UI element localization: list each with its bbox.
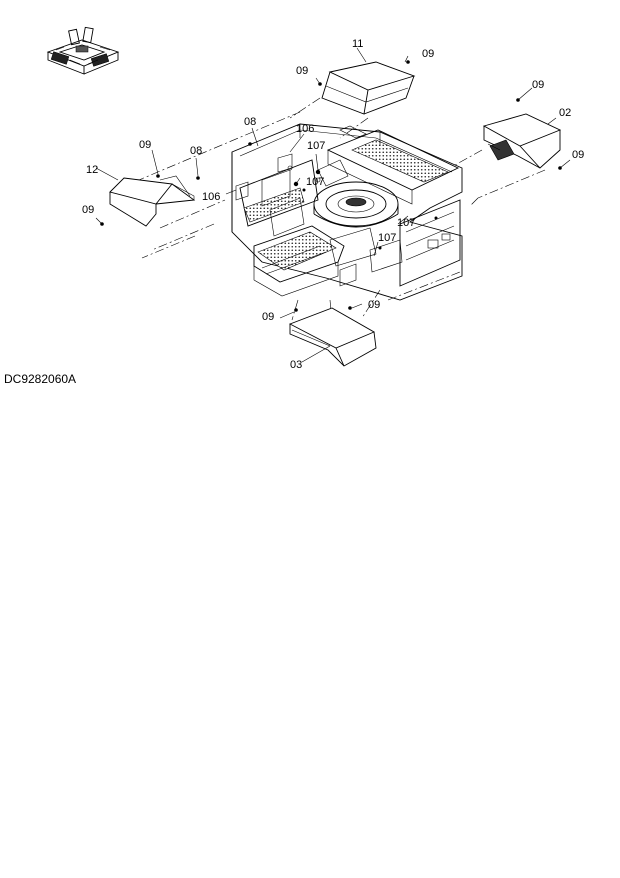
label-09: 09	[532, 79, 544, 91]
bolt-marker	[516, 98, 520, 102]
assembly-lines	[119, 97, 546, 323]
label-09: 09	[572, 149, 584, 161]
bolt-markers	[100, 60, 562, 312]
bolt-marker	[293, 181, 299, 187]
label-106: 106	[202, 191, 220, 203]
bolt-marker	[406, 60, 410, 64]
label-09: 09	[368, 299, 380, 311]
bolt-marker	[318, 82, 322, 86]
orientation-thumbnail	[46, 26, 120, 75]
bolt-marker	[315, 169, 321, 175]
label-107: 107	[307, 140, 325, 152]
revolving-frame	[231, 123, 463, 301]
label-09: 09	[139, 139, 151, 151]
bolt-marker	[348, 306, 352, 310]
label-107: 107	[378, 232, 396, 244]
cover-02	[482, 113, 562, 169]
part-labels: 11 09 09 09 02 09 08 106 107 09 08 12 10…	[82, 38, 584, 371]
label-09: 09	[296, 65, 308, 77]
label-03: 03	[290, 359, 302, 371]
bolt-marker	[558, 166, 562, 170]
label-08: 08	[190, 145, 202, 157]
label-09: 09	[82, 204, 94, 216]
label-09: 09	[422, 48, 434, 60]
bolt-marker	[248, 142, 252, 146]
label-09: 09	[262, 311, 274, 323]
label-107: 107	[397, 217, 415, 229]
bolt-marker	[100, 222, 104, 226]
cover-11	[321, 61, 416, 115]
label-107: 107	[306, 176, 324, 188]
bolt-marker	[156, 174, 160, 178]
label-12: 12	[86, 164, 98, 176]
bolt-marker	[294, 308, 298, 312]
label-08: 08	[244, 116, 256, 128]
label-02: 02	[559, 107, 571, 119]
bolt-marker	[196, 176, 200, 180]
cover-03	[288, 307, 377, 367]
label-106: 106	[296, 123, 314, 135]
label-11: 11	[352, 38, 363, 50]
cover-12	[109, 175, 196, 227]
drawing-code: DC9282060A	[4, 372, 76, 386]
